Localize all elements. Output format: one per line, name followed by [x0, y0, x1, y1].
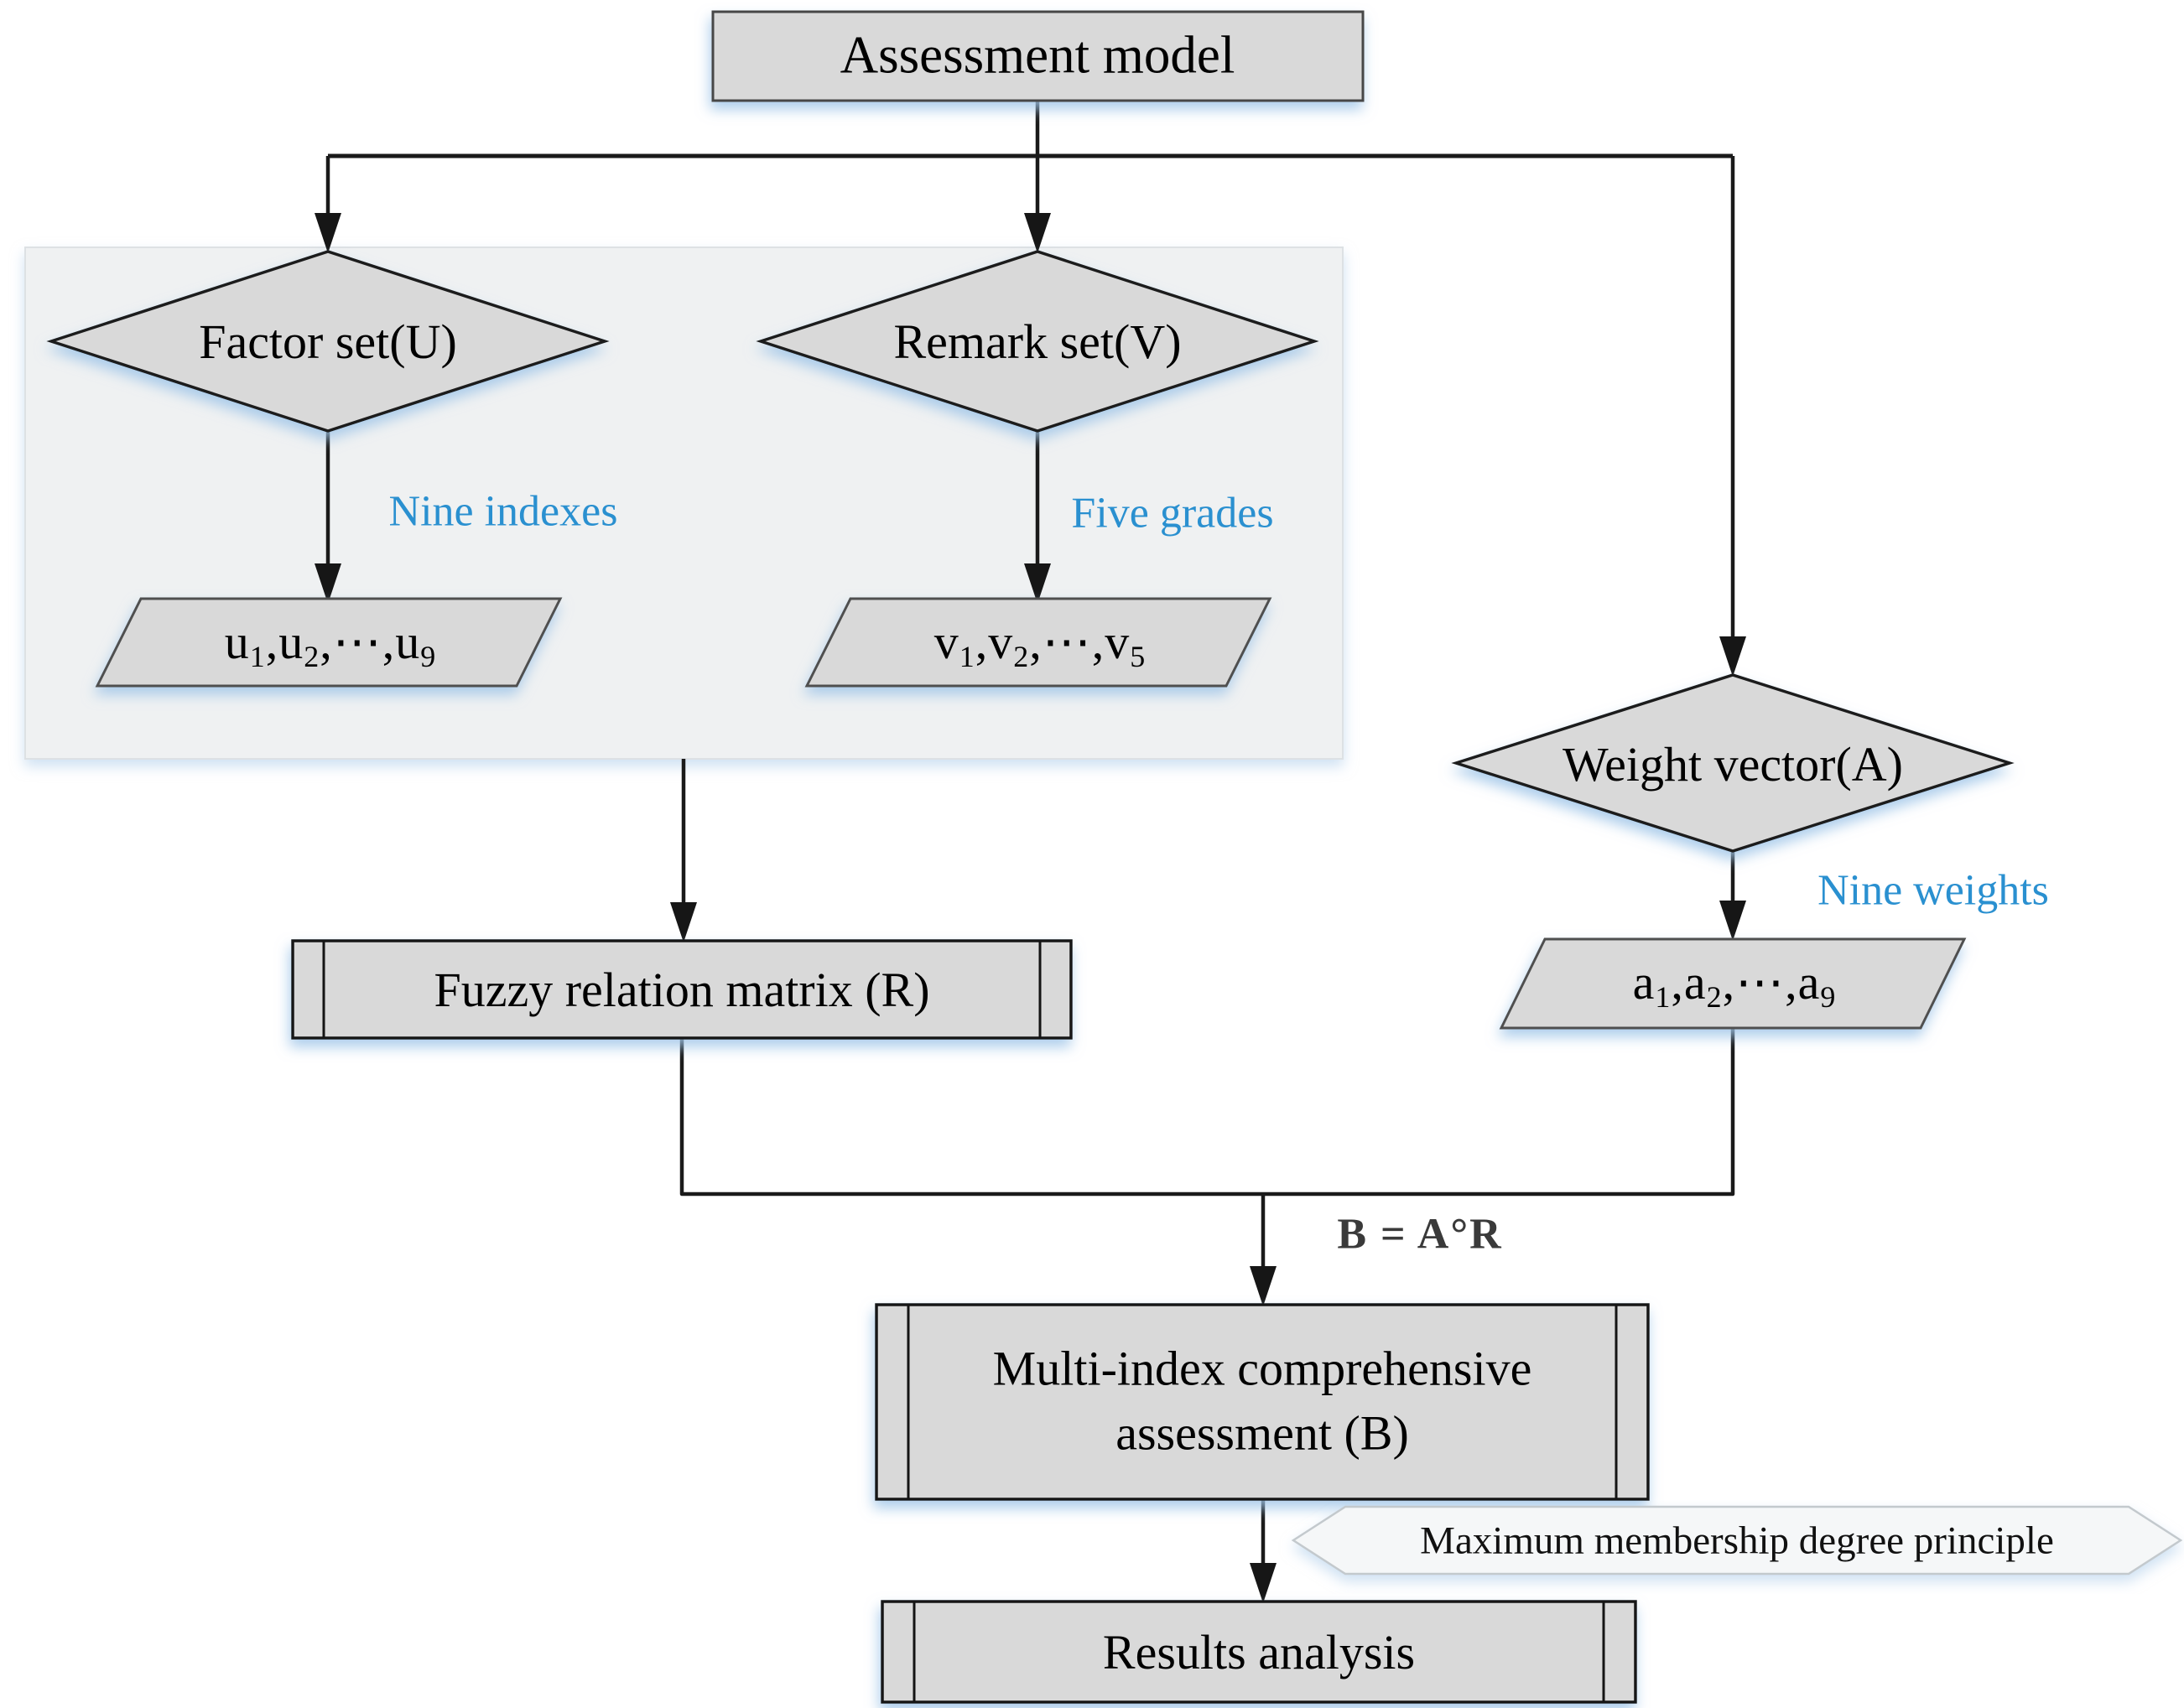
nine-weights-edge-label: Nine weights — [1817, 866, 2049, 915]
assessment-model-box — [711, 10, 1365, 102]
fuzzy-relation-matrix-box — [291, 939, 1073, 1040]
results-box-body — [881, 1600, 1637, 1704]
arrowhead-weight — [1719, 636, 1746, 677]
arrowhead-grades — [1024, 563, 1051, 604]
fuzzy-box-body — [291, 939, 1073, 1040]
arrowhead-values — [1719, 901, 1746, 941]
weight-values-parallelogram — [1499, 937, 1967, 1030]
arrowhead-results — [1250, 1563, 1277, 1603]
arrowhead-indexes — [315, 563, 341, 604]
results-analysis-label: Results analysis — [1102, 1624, 1416, 1679]
arrowhead-remark — [1024, 213, 1051, 253]
multi-index-assessment-box — [875, 1303, 1650, 1501]
five-grades-edge-label: Five grades — [1071, 489, 1274, 537]
weight-vector-label: Weight vector(A) — [1563, 736, 1903, 792]
formula-label: B = A°R — [1337, 1210, 1503, 1259]
weight-values-label: a1,a2,⋯,a9 — [1632, 955, 1837, 1015]
arrowhead-multi — [1250, 1266, 1277, 1306]
remark-set-diamond — [756, 250, 1319, 433]
nine-indexes-edge-label: Nine indexes — [388, 487, 618, 536]
arrowhead-fuzzy — [670, 902, 697, 942]
fuzzy-relation-matrix-label: Fuzzy relation matrix (R) — [434, 962, 930, 1017]
factor-set-diamond — [46, 250, 610, 433]
remark-grades-label: v1,v2,⋯,v5 — [933, 615, 1147, 674]
max-membership-principle-label: Maximum membership degree principle — [1420, 1519, 2054, 1563]
assessment-model-label: Assessment model — [840, 25, 1235, 85]
weight-vector-diamond — [1451, 673, 2015, 853]
arrowheads — [315, 213, 1746, 1603]
factor-indexes-label: u1,u2,⋯,u9 — [224, 615, 437, 674]
arrowhead-factor — [315, 213, 341, 253]
multi-box-body — [875, 1303, 1650, 1501]
remark-grades-parallelogram — [804, 597, 1272, 688]
multi-index-assessment-label: Multi-index comprehensive assessment (B) — [992, 1341, 1532, 1460]
factor-set-label: Factor set(U) — [199, 314, 457, 369]
remark-set-label: Remark set(V) — [893, 314, 1182, 369]
edge-merge — [679, 1028, 1735, 1197]
results-analysis-box — [881, 1600, 1637, 1704]
max-membership-principle-hexagon — [1291, 1505, 2183, 1576]
factor-indexes-parallelogram — [95, 597, 563, 688]
